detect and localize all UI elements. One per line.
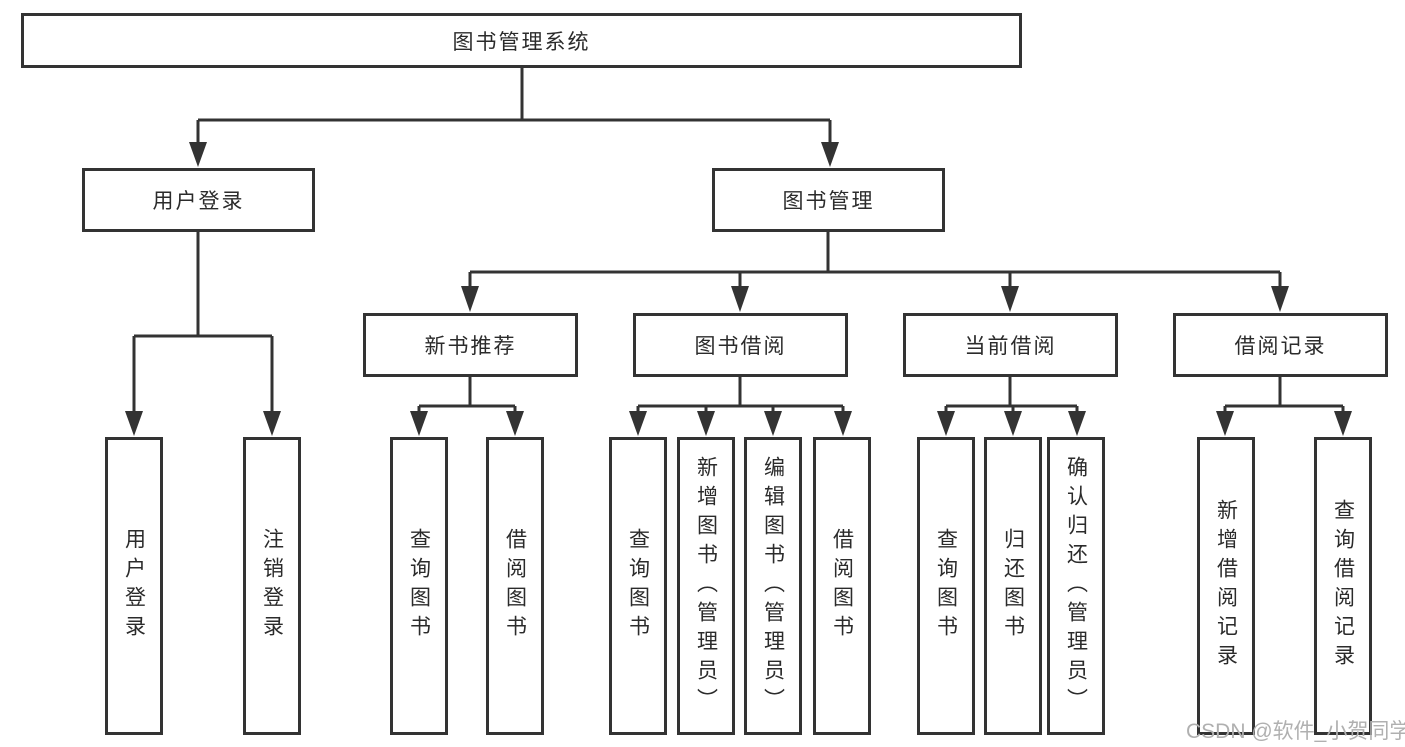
node-new-book-recommend: 新书推荐 <box>363 313 578 377</box>
leaf-query-borrow-record: 查询借阅记录 <box>1314 437 1372 735</box>
leaf-edit-books-admin: 编辑图书（管理员） <box>744 437 802 735</box>
leaf-add-books-admin: 新增图书（管理员） <box>677 437 735 735</box>
leaf-query-books-borrowing: 查询图书 <box>609 437 667 735</box>
leaf-return-books: 归还图书 <box>984 437 1042 735</box>
leaf-query-books-recommend: 查询图书 <box>390 437 448 735</box>
node-borrowing-records: 借阅记录 <box>1173 313 1388 377</box>
node-library-management-system: 图书管理系统 <box>21 13 1022 68</box>
leaf-user-login: 用户登录 <box>105 437 163 735</box>
leaf-borrow-books-recommend: 借阅图书 <box>486 437 544 735</box>
leaf-logout: 注销登录 <box>243 437 301 735</box>
node-user-login: 用户登录 <box>82 168 315 232</box>
node-current-borrowing: 当前借阅 <box>903 313 1118 377</box>
leaf-add-borrow-record: 新增借阅记录 <box>1197 437 1255 735</box>
leaf-borrow-books-borrowing: 借阅图书 <box>813 437 871 735</box>
leaf-confirm-return-admin: 确认归还（管理员） <box>1047 437 1105 735</box>
node-book-borrowing: 图书借阅 <box>633 313 848 377</box>
node-book-management: 图书管理 <box>712 168 945 232</box>
leaf-query-books-current: 查询图书 <box>917 437 975 735</box>
csdn-watermark: CSDN @软件_小贺同学 <box>1186 720 1405 743</box>
